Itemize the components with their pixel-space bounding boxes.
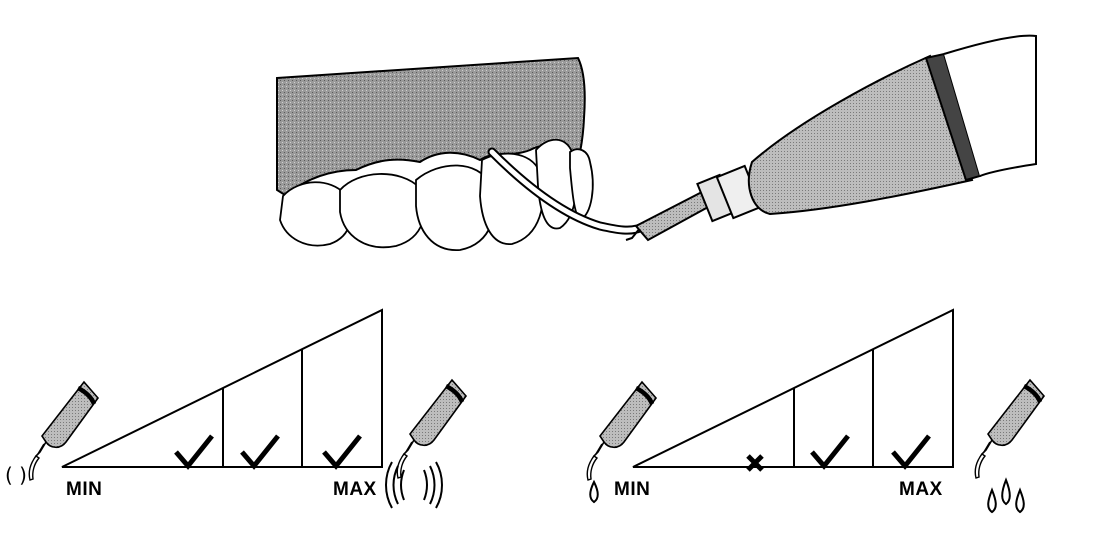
water-drop-icon (589, 479, 599, 504)
water-scale: MIN MAX (587, 308, 1044, 514)
low-vibration-symbol: ( ) (5, 463, 27, 487)
water-level-2-check-icon (810, 434, 850, 470)
power-max-label: MAX (333, 479, 377, 500)
scaler-tip-high-vibration-icon (397, 380, 466, 478)
water-max-label: MAX (899, 479, 943, 500)
power-min-label: MIN (66, 479, 102, 500)
power-levels-triangle (61, 308, 383, 468)
water-levels-triangle (632, 308, 954, 468)
teeth-illustration (276, 34, 1037, 251)
power-scale: ( ) MIN MAX (5, 308, 466, 509)
scaler-tip-multiple-drops-icon (975, 380, 1044, 478)
high-vibration-waves-icon (385, 461, 443, 509)
teeth (279, 138, 594, 251)
handpiece-body (747, 54, 974, 216)
power-level-3-check-icon (322, 434, 362, 470)
water-level-3-check-icon (891, 434, 931, 470)
power-level-1-check-icon (174, 434, 214, 470)
water-min-label: MIN (614, 479, 650, 500)
water-drops-icon (987, 477, 1025, 514)
power-level-2-check-icon (240, 434, 280, 470)
water-level-1-cross-icon (746, 454, 764, 472)
